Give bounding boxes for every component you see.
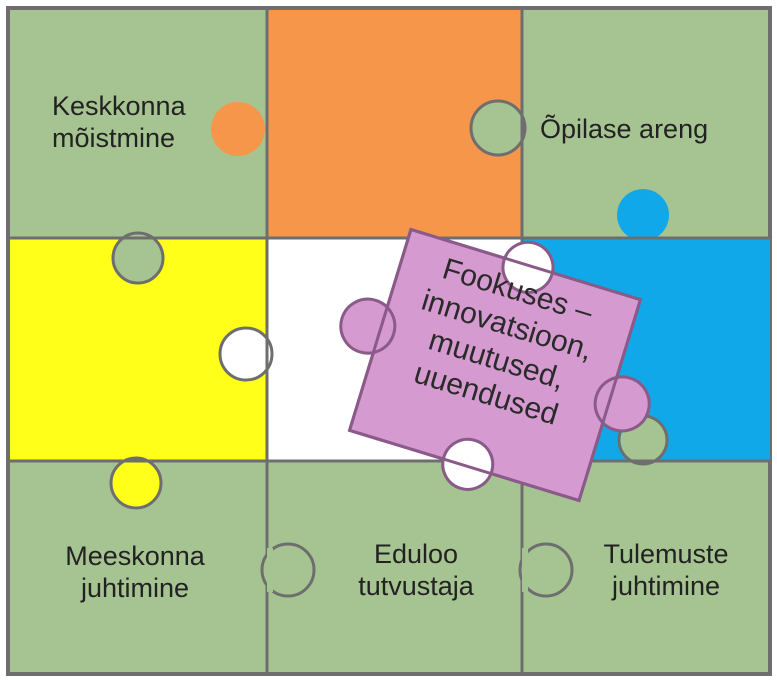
label-keskkonna-line1: Keskkonna [52,91,186,121]
knob-bottom-right [518,542,574,598]
knob-bottom-right-neck [522,548,528,592]
label-opilase-areng-line1: Õpilase areng [540,114,709,144]
label-meeskonna-line1: Meeskonna [65,541,205,571]
label-eduloo-line2: tutvustaja [358,571,474,601]
label-eduloo-line1: Eduloo [373,539,459,569]
label-eduloo: Eduloo tutvustaja [316,538,516,602]
knob-white [218,326,274,382]
label-keskkonna: Keskkonna mõistmine [52,90,186,154]
knob-blue [617,189,669,241]
knob-bottom-left-neck [267,548,273,592]
label-meeskonna-line2: juhtimine [80,573,190,603]
knob-orange [211,102,265,156]
knob-green-yellow [111,231,165,285]
knob-bottom-left [260,542,316,598]
label-tulemuste-line1: Tulemuste [603,539,729,569]
knob-yellow [109,456,163,510]
label-opilase-areng: Õpilase areng [540,113,708,145]
center-focus-piece [339,227,651,503]
label-keskkonna-line2: mõistmine [52,123,176,153]
label-tulemuste: Tulemuste juhtimine [566,538,766,602]
label-tulemuste-line2: juhtimine [611,571,721,601]
label-meeskonna: Meeskonna juhtimine [30,540,240,604]
knob-green-top [469,99,527,157]
